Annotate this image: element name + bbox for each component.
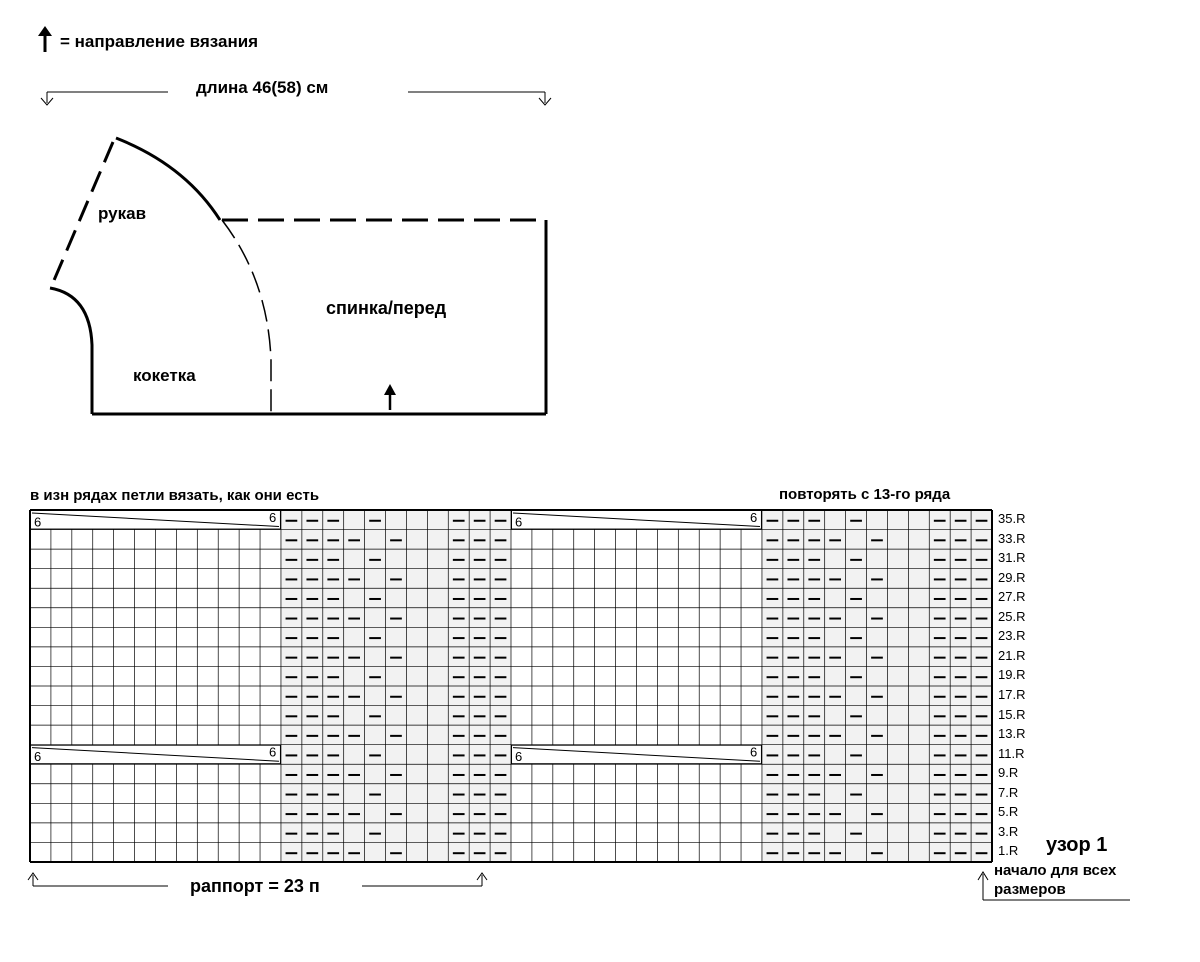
back-front-label: спинка/перед [326,298,447,318]
start-arrow-icon [977,871,1130,901]
start-note-line1: начало для всех [994,862,1117,879]
stitch-chart: 6 6 6 6 6 6 6 6 [29,509,993,863]
start-note-line2: размеров [994,881,1066,898]
row-label: 15.R [998,706,1026,722]
sleeve-label: рукав [98,204,147,223]
cable-number-right: 6 [750,745,757,760]
length-label: длина 46(58) см [196,78,329,97]
garment-schematic [49,136,548,416]
row-label: 35.R [998,511,1026,526]
row-label: 31.R [998,550,1026,566]
cable-number-left: 6 [34,749,41,764]
row-label: 19.R [998,667,1026,683]
cable-number-right: 6 [269,745,276,760]
cable-number-left: 6 [515,515,522,530]
chart-right-note: повторять с 13-го ряда [779,486,951,503]
row-label: 27.R [998,589,1026,605]
row-label: 23.R [998,628,1026,644]
row-label: 17.R [998,687,1026,702]
length-dimension-left [40,91,168,106]
row-label: 11.R [998,745,1025,761]
chart-left-note: в изн рядах петли вязать, как они есть [30,487,320,504]
pattern-title: узор 1 [1046,834,1108,856]
row-label: 29.R [998,569,1026,585]
cable-number-right: 6 [269,510,276,525]
row-label: 7.R [998,784,1019,800]
row-label: 5.R [998,804,1019,820]
cable-number-left: 6 [515,749,522,764]
length-dimension-right [408,91,552,106]
knitting-direction-arrow-icon [384,384,396,410]
row-label: 9.R [998,765,1019,781]
row-label: 13.R [998,726,1026,742]
row-label: 33.R [998,530,1026,546]
row-label: 21.R [998,647,1026,663]
cable-number-left: 6 [34,515,41,530]
yoke-label: кокетка [133,366,196,385]
up-arrow-icon [38,26,52,52]
repeat-bracket [27,872,488,887]
legend-label: = направление вязания [60,32,259,51]
row-label: 25.R [998,608,1026,624]
cable-number-right: 6 [750,510,757,525]
row-label: 1.R [998,843,1019,859]
repeat-label: раппорт = 23 п [190,876,320,896]
row-label: 3.R [998,823,1019,839]
